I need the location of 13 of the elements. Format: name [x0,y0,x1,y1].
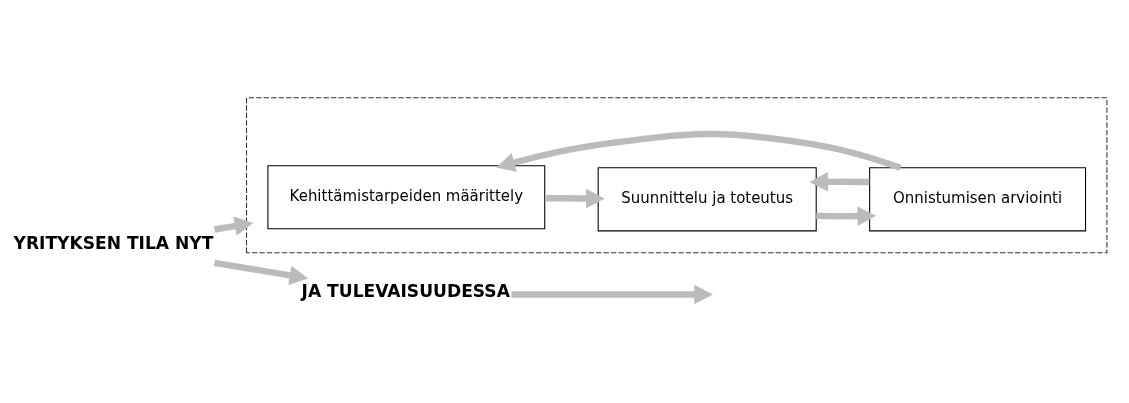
arrow [511,284,713,305]
node-box: Onnistumisen arviointi [869,167,1087,232]
node-box: Kehittämistarpeiden määrittely [267,165,546,230]
arrow [214,216,254,236]
node-box: Suunnittelu ja toteutus [597,167,817,232]
arrow [816,206,877,226]
arrow [809,172,870,192]
arrow [214,259,309,285]
arrow [496,130,902,172]
node-text: JA TULEVAISUUDESSA [301,281,510,302]
cluster [246,97,1108,254]
node-text: YRITYKSEN TILA NYT [13,233,214,254]
arrow [544,188,605,209]
